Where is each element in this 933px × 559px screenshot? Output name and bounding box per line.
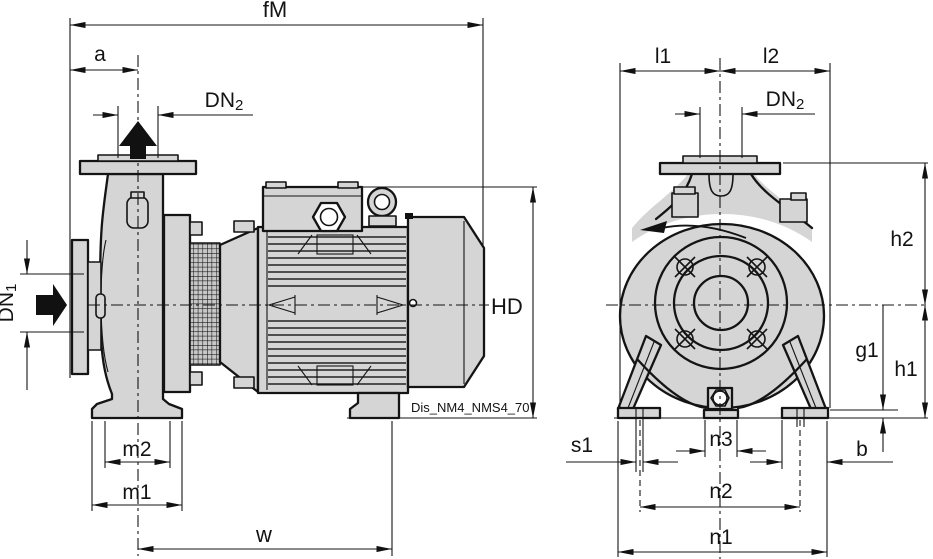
suction-flange-outer-circle xyxy=(653,235,789,371)
casing-lug-right xyxy=(779,198,808,223)
support-leg-left-line xyxy=(627,341,655,409)
dim-label-l2: l2 xyxy=(763,45,779,68)
dim-label-l1: l1 xyxy=(655,45,671,68)
rotation-arrow-arc xyxy=(661,224,747,239)
discharge-bore-notch xyxy=(708,173,734,197)
dim-label-fm: fM xyxy=(263,0,287,22)
foot-pad-right xyxy=(780,406,830,420)
dim-label-n3: n3 xyxy=(709,428,732,451)
flow-arrow-in-icon xyxy=(36,284,67,326)
lifting-eye-hole xyxy=(373,193,391,211)
dimension-lines xyxy=(23,21,537,553)
motor-fins-upper xyxy=(268,233,406,291)
coupling-mesh xyxy=(189,242,221,366)
dimension-lines xyxy=(566,67,929,556)
dim-label-s1: s1 xyxy=(571,434,593,457)
cable-gland-bore xyxy=(319,207,339,227)
suction-raised-face-circle xyxy=(672,254,770,352)
dim-label-dn2-front: DN2 xyxy=(766,88,805,113)
casing-lug-right-cap xyxy=(790,192,807,201)
motor-top-details xyxy=(297,234,372,386)
dim-label-dn2-side: DN2 xyxy=(205,89,244,114)
casing-bottom-left-curve xyxy=(636,358,708,410)
dim-label-dn1: DN1 xyxy=(0,284,20,323)
casing-bottom-right-curve xyxy=(736,358,808,410)
side-view xyxy=(36,121,486,420)
dim-label-h1: h1 xyxy=(894,358,917,381)
dim-label-a: a xyxy=(94,43,106,66)
dim-label-hd: HD xyxy=(491,294,523,319)
extension-lines xyxy=(614,63,928,557)
dim-label-m1: m1 xyxy=(122,481,151,504)
lantern-bracket xyxy=(218,226,260,394)
fan-cover xyxy=(406,215,486,389)
support-leg-right-line xyxy=(789,341,817,409)
flange-bolt-holes xyxy=(674,256,768,350)
dim-label-h2: h2 xyxy=(890,228,913,251)
foot-pad-left xyxy=(616,406,662,420)
center-pad xyxy=(702,408,740,420)
terminal-box-tab-left xyxy=(265,181,287,189)
drawing-code-label: Dis_NM4_NMS4_70 xyxy=(411,400,530,415)
side-view-dimensions: fM a DN2 DN1 HD m2 m1 w Dis_NM4_NMS4_70 xyxy=(0,0,537,556)
cable-gland-hex xyxy=(311,201,347,233)
front-view-dimensions: l1 l2 DN2 h2 g1 h1 s1 n3 b n2 n1 xyxy=(566,45,929,559)
lifting-eye-base xyxy=(368,215,397,227)
dim-label-m2: m2 xyxy=(122,438,151,461)
dim-label-b: b xyxy=(856,438,868,461)
extension-lines xyxy=(20,18,537,556)
dim-label-g1: g1 xyxy=(855,339,878,362)
adapter-plate xyxy=(162,213,192,394)
motor-foot xyxy=(348,391,401,420)
casing-lug-left-cap xyxy=(673,186,696,195)
front-casing xyxy=(618,222,826,410)
dim-label-n1: n1 xyxy=(709,526,732,549)
casing-lug-left xyxy=(671,192,699,218)
lantern-stud-bottom xyxy=(233,376,255,389)
dim-label-n2: n2 xyxy=(709,480,732,503)
terminal-box xyxy=(261,185,364,233)
lantern-stud-top xyxy=(233,220,255,233)
impeller-nut xyxy=(95,293,106,319)
rotation-arrow-head xyxy=(640,221,667,233)
fan-cover-clip xyxy=(405,213,413,219)
terminal-box-tab-right xyxy=(337,181,359,189)
motor-fins-lower xyxy=(268,320,406,390)
dim-label-w: w xyxy=(255,522,272,547)
suction-bore-circle xyxy=(692,274,750,332)
suction-flange xyxy=(70,238,90,376)
